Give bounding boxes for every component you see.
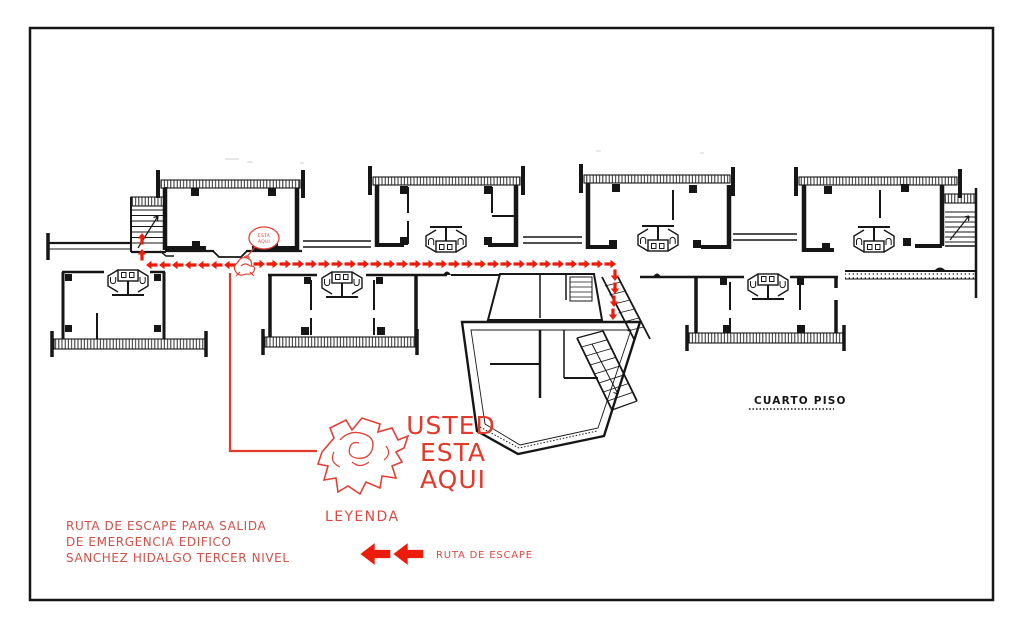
drawing-border: [28, 26, 995, 602]
right-staircase: [944, 188, 978, 298]
bottom-block-1: [50, 269, 208, 357]
you-are-here-line3: AQUI: [420, 465, 486, 494]
you-are-here-blob: [316, 417, 410, 496]
top-block-2: [368, 166, 525, 253]
left-walkway: [46, 233, 131, 260]
note-line3: SANCHEZ HIDALGO TERCER NIVEL: [66, 551, 290, 565]
right-walkway: [845, 267, 976, 280]
bottom-block-3: [685, 273, 846, 351]
marker-speech-bubble: ESTA AQUI: [245, 226, 280, 259]
bottom-block-2: [261, 271, 500, 355]
note-line1: RUTA DE ESCAPE PARA SALIDA: [66, 519, 266, 533]
top-block-4: [794, 167, 962, 253]
central-stair-hall: [460, 273, 642, 456]
top-block-3: [579, 164, 735, 252]
legend: LEYENDA RUTA DE ESCAPE: [325, 509, 533, 565]
note-line2: DE EMERGENCIA EDIFICO: [66, 535, 232, 549]
legend-route-label: RUTA DE ESCAPE: [436, 550, 533, 561]
floor-label: CUARTO PISO: [749, 395, 847, 410]
you-are-here-label: USTED ESTA AQUI: [406, 411, 496, 494]
escape-route-note: RUTA DE ESCAPE PARA SALIDA DE EMERGENCIA…: [66, 519, 290, 565]
bubble-line2: AQUI: [258, 239, 270, 245]
you-are-here-leader-line: [228, 273, 317, 453]
floor-plan: [46, 164, 978, 456]
legend-title: LEYENDA: [325, 509, 399, 525]
scan-artifacts: [225, 150, 704, 164]
you-are-here-marker: [233, 255, 256, 277]
bubble-line1: ESTA: [258, 233, 271, 239]
floor-label-text: CUARTO PISO: [754, 395, 847, 407]
you-are-here-line2: ESTA: [420, 438, 486, 467]
you-are-here-line1: USTED: [406, 411, 496, 440]
slanted-connector: [601, 273, 694, 340]
